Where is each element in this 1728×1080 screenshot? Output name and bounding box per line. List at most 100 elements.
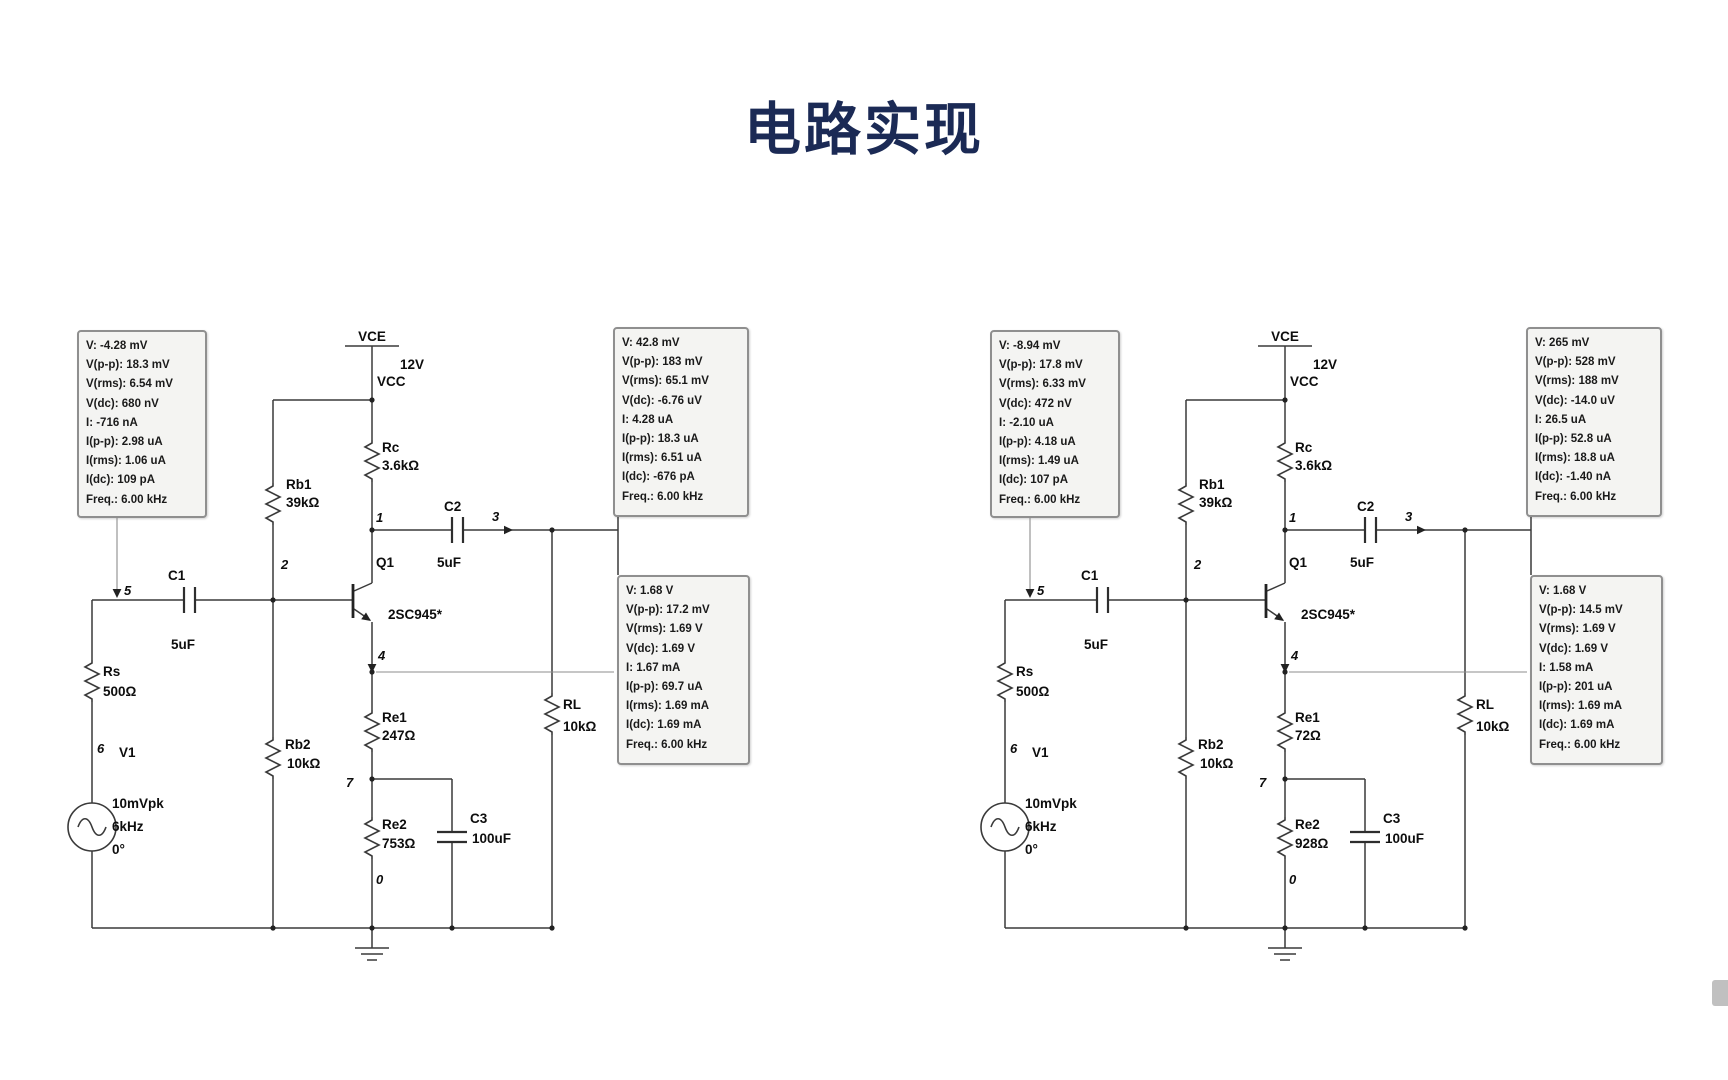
net-label-vce: VCE xyxy=(358,329,386,344)
label-q1-ref: Q1 xyxy=(1289,555,1308,570)
node-label-1: 1 xyxy=(1289,510,1296,525)
label-re2-value: 928Ω xyxy=(1295,836,1329,851)
capacitor-c3-symbol xyxy=(1348,830,1382,844)
resistor-rs-symbol xyxy=(997,659,1013,703)
label-c2-ref: C2 xyxy=(444,499,461,514)
node-label-0: 0 xyxy=(376,872,384,887)
label-rl-value: 10kΩ xyxy=(1476,719,1510,734)
label-v1-phase: 0° xyxy=(112,842,125,857)
label-v1-amplitude: 10mVpk xyxy=(112,796,164,811)
ac-source-symbol xyxy=(67,802,117,852)
junction-dots xyxy=(270,397,555,931)
resistor-rb1-symbol xyxy=(1178,482,1194,526)
label-rb2-ref: Rb2 xyxy=(1198,737,1224,752)
resistor-re1-symbol xyxy=(1277,709,1293,753)
resistor-rb1-symbol xyxy=(265,482,281,526)
resistor-re1-symbol xyxy=(364,709,380,753)
label-rb1-value: 39kΩ xyxy=(1199,495,1233,510)
label-rc-ref: Rc xyxy=(382,440,400,455)
label-rb1-value: 39kΩ xyxy=(286,495,320,510)
ground-symbol xyxy=(355,928,389,961)
label-c1-value: 5uF xyxy=(171,637,195,652)
node-label-6: 6 xyxy=(97,741,105,756)
corner-ui-fragment xyxy=(1712,980,1728,1006)
resistor-re2-symbol xyxy=(1277,816,1293,860)
label-rs-value: 500Ω xyxy=(103,684,137,699)
resistor-rb2-symbol xyxy=(1178,736,1194,780)
capacitor-c3-symbol xyxy=(435,830,469,844)
ground-symbol xyxy=(1268,928,1302,961)
resistor-rc-symbol xyxy=(364,439,380,483)
label-rb1-ref: Rb1 xyxy=(286,477,312,492)
capacitor-c1-symbol xyxy=(1095,585,1110,615)
label-c3-value: 100uF xyxy=(1385,831,1424,846)
label-c1-ref: C1 xyxy=(168,568,186,583)
supply-voltage-label: 12V xyxy=(1313,357,1337,372)
label-c2-value: 5uF xyxy=(1350,555,1374,570)
label-c3-value: 100uF xyxy=(472,831,511,846)
resistor-rs-symbol xyxy=(84,659,100,703)
label-rb2-value: 10kΩ xyxy=(287,756,321,771)
label-re2-ref: Re2 xyxy=(1295,817,1320,832)
label-q1-model: 2SC945* xyxy=(388,607,443,622)
node-label-1: 1 xyxy=(376,510,383,525)
label-q1-model: 2SC945* xyxy=(1301,607,1356,622)
label-rl-ref: RL xyxy=(563,697,581,712)
label-rb1-ref: Rb1 xyxy=(1199,477,1225,492)
label-v1-frequency: 6kHz xyxy=(112,819,144,834)
wire-arrows xyxy=(112,525,513,673)
node-label-6: 6 xyxy=(1010,741,1018,756)
label-rl-value: 10kΩ xyxy=(563,719,597,734)
label-rb2-value: 10kΩ xyxy=(1200,756,1234,771)
label-rs-ref: Rs xyxy=(103,664,120,679)
label-c2-ref: C2 xyxy=(1357,499,1374,514)
ac-source-symbol xyxy=(980,802,1030,852)
label-c1-value: 5uF xyxy=(1084,637,1108,652)
label-re1-ref: Re1 xyxy=(382,710,407,725)
label-re2-ref: Re2 xyxy=(382,817,407,832)
node-label-5: 5 xyxy=(124,583,132,598)
label-v1-phase: 0° xyxy=(1025,842,1038,857)
resistor-rl-symbol xyxy=(1457,692,1473,736)
label-re1-value: 247Ω xyxy=(382,728,416,743)
label-q1-ref: Q1 xyxy=(376,555,395,570)
label-rb2-ref: Rb2 xyxy=(285,737,311,752)
label-re1-value: 72Ω xyxy=(1295,728,1321,743)
resistor-rl-symbol xyxy=(544,692,560,736)
supply-voltage-label: 12V xyxy=(400,357,424,372)
label-c2-value: 5uF xyxy=(437,555,461,570)
label-v1-frequency: 6kHz xyxy=(1025,819,1057,834)
capacitor-c2-symbol xyxy=(1363,515,1378,545)
label-c3-ref: C3 xyxy=(470,811,488,826)
node-label-7: 7 xyxy=(346,775,354,790)
resistor-re2-symbol xyxy=(364,816,380,860)
capacitor-c2-symbol xyxy=(450,515,465,545)
node-label-2: 2 xyxy=(1193,557,1202,572)
label-rc-value: 3.6kΩ xyxy=(1295,458,1332,473)
wire-network xyxy=(91,345,619,929)
label-rs-ref: Rs xyxy=(1016,664,1033,679)
wire-arrows xyxy=(1025,525,1426,673)
resistor-rb2-symbol xyxy=(265,736,281,780)
supply-name-label: VCC xyxy=(377,374,406,389)
resistor-rc-symbol xyxy=(1277,439,1293,483)
label-rc-ref: Rc xyxy=(1295,440,1313,455)
label-v1-ref: V1 xyxy=(119,745,136,760)
node-label-3: 3 xyxy=(1405,509,1413,524)
net-label-vce: VCE xyxy=(1271,329,1299,344)
node-label-2: 2 xyxy=(280,557,289,572)
label-c3-ref: C3 xyxy=(1383,811,1401,826)
page-title: 电路实现 xyxy=(744,98,984,162)
label-v1-amplitude: 10mVpk xyxy=(1025,796,1077,811)
node-label-7: 7 xyxy=(1259,775,1267,790)
node-label-4: 4 xyxy=(377,648,386,663)
supply-name-label: VCC xyxy=(1290,374,1319,389)
